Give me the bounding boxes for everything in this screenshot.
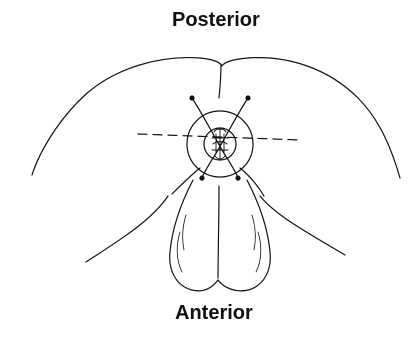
anal-folds: [216, 128, 224, 160]
scrotum-shading-right: [252, 215, 261, 272]
suture-line-right: [202, 98, 248, 178]
right-inner-contour: [260, 196, 345, 255]
suture-end-top-right: [245, 95, 250, 100]
scrotum-raphe: [218, 186, 219, 278]
left-inner-contour: [86, 196, 168, 262]
left-thigh-line: [172, 168, 200, 194]
anterior-label: Anterior: [175, 303, 253, 323]
suture-end-top-left: [189, 95, 194, 100]
right-thigh-line: [240, 168, 264, 196]
scrotum-shading-left: [177, 215, 186, 272]
suture-end-bottom-left: [199, 175, 204, 180]
horizontal-dashed-line: [138, 134, 300, 140]
suture-end-bottom-right: [235, 175, 240, 180]
gluteal-cleft: [219, 64, 221, 98]
